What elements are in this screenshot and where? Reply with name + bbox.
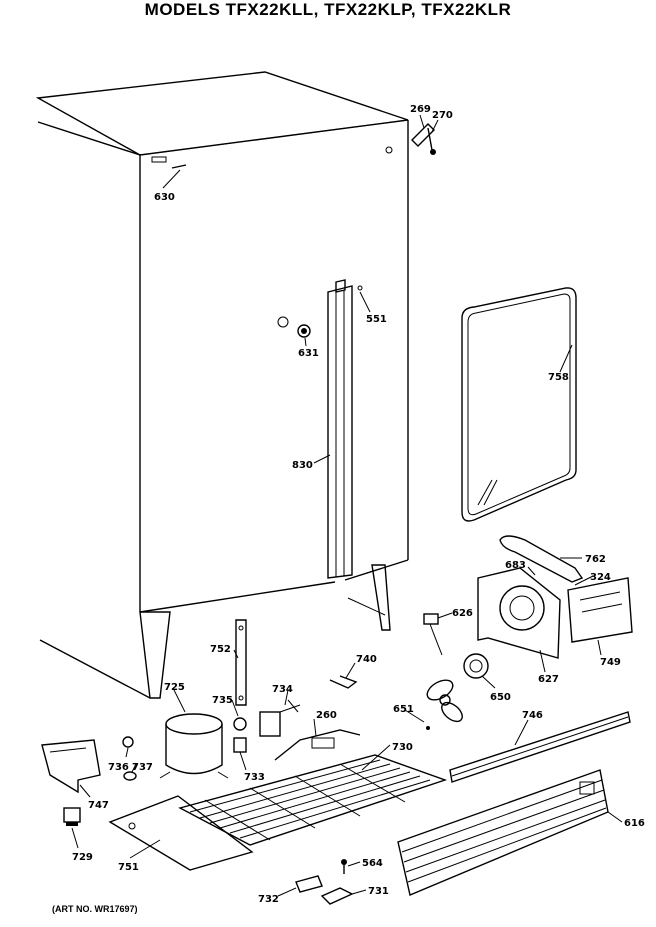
part-label-551: 551	[366, 314, 387, 325]
overload-733	[233, 737, 247, 753]
part-label-737: 737	[132, 762, 153, 773]
condenser-730	[178, 754, 448, 846]
part-label-734: 734	[272, 684, 293, 695]
door-gasket-758	[461, 287, 577, 522]
cover-749	[567, 577, 633, 643]
leader-lines	[71, 114, 623, 897]
base-751	[108, 795, 254, 871]
screw-551	[357, 285, 363, 291]
part-label-752: 752	[210, 644, 231, 655]
part-label-758: 758	[548, 372, 569, 383]
part-label-731: 731	[368, 886, 389, 897]
screw-564	[341, 859, 347, 874]
part-label-651: 651	[393, 704, 414, 715]
part-label-749: 749	[600, 657, 621, 668]
bracket-732	[295, 875, 323, 893]
diagram-title: MODELS TFX22KLL, TFX22KLP, TFX22KLR	[144, 0, 512, 19]
part-label-269: 269	[410, 104, 431, 115]
part-label-740: 740	[356, 654, 377, 665]
bracket-747	[41, 739, 101, 794]
bracket-752	[235, 619, 247, 706]
drain-pan-746	[449, 711, 631, 783]
cap-736	[122, 736, 134, 748]
part-label-630: 630	[154, 192, 175, 203]
part-label-751: 751	[118, 862, 139, 873]
relay-734	[259, 704, 301, 737]
relay-cover-729	[63, 807, 81, 826]
tubing-260	[274, 729, 361, 761]
part-label-725: 725	[164, 682, 185, 693]
part-label-762: 762	[585, 554, 606, 565]
part-label-627: 627	[538, 674, 559, 685]
part-label-683: 683	[505, 560, 526, 571]
part-label-626: 626	[452, 608, 473, 619]
plug-630	[171, 164, 187, 169]
compressor-725	[159, 713, 229, 779]
fan-blade-651	[426, 679, 463, 730]
part-label-324: 324	[590, 572, 611, 583]
part-label-260: 260	[316, 710, 337, 721]
part-label-729: 729	[72, 852, 93, 863]
grommet-735	[233, 717, 247, 731]
clip-731	[320, 887, 354, 905]
part-label-631: 631	[298, 348, 319, 359]
cabinet	[35, 71, 409, 699]
part-label-616: 616	[624, 818, 645, 829]
fan-shroud-627	[477, 567, 561, 659]
art-number: (ART NO. WR17697)	[52, 904, 138, 914]
part-label-564: 564	[362, 858, 383, 869]
cap-737	[123, 771, 137, 781]
grommet-631	[277, 316, 311, 338]
center-divider-strip	[327, 279, 353, 579]
part-label-650: 650	[490, 692, 511, 703]
part-label-736: 736	[108, 762, 129, 773]
fan-motor-650	[463, 653, 489, 679]
part-label-270: 270	[432, 110, 453, 121]
part-label-830: 830	[292, 460, 313, 471]
grille-616	[397, 769, 609, 896]
hinge-269-270	[411, 123, 436, 155]
part-label-735: 735	[212, 695, 233, 706]
part-label-746: 746	[522, 710, 543, 721]
thermostat-626	[423, 613, 443, 656]
clip-740	[329, 675, 358, 689]
drain-trough-762	[499, 535, 584, 583]
part-label-747: 747	[88, 800, 109, 811]
part-label-730: 730	[392, 742, 413, 753]
part-label-733: 733	[244, 772, 265, 783]
part-label-732: 732	[258, 894, 279, 905]
